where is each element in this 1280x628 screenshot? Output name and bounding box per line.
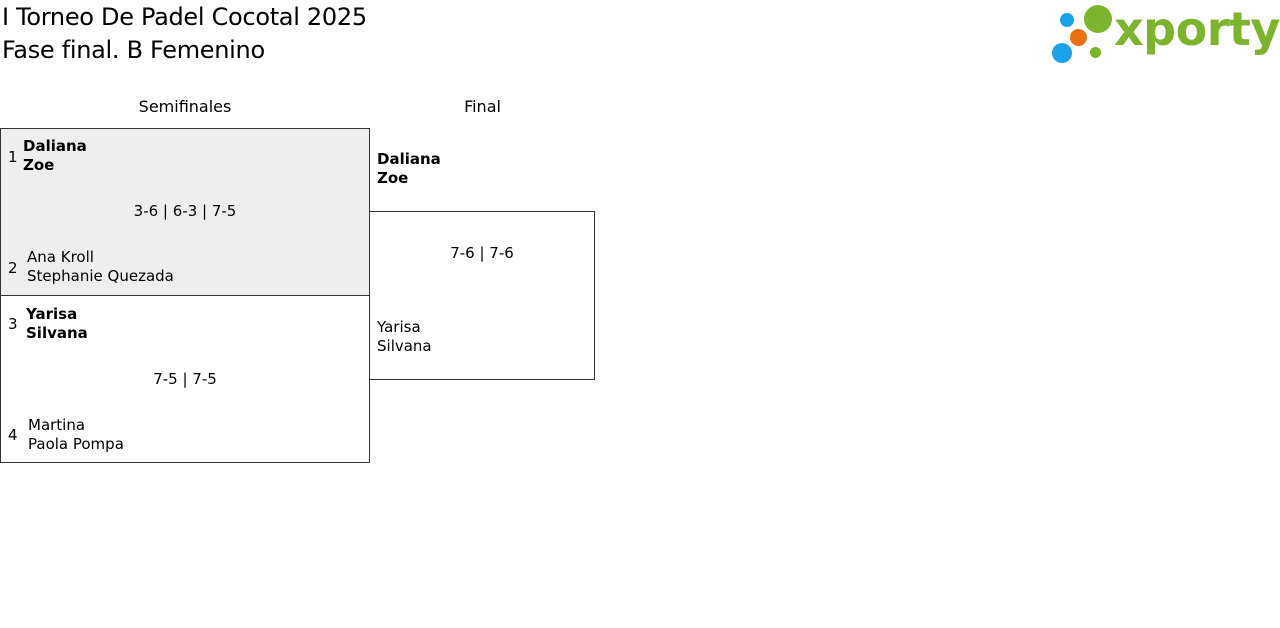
- page-subtitle: Fase final. B Femenino: [2, 36, 265, 64]
- match-score: 7-5 | 7-5: [153, 370, 217, 388]
- logo-dot-orange-icon: [1070, 29, 1087, 46]
- seed-number: 3: [8, 315, 18, 333]
- player-name: Ana Kroll: [27, 248, 94, 266]
- seed-number: 1: [8, 148, 18, 166]
- semifinal-match-1[interactable]: 1 Daliana Zoe 3-6 | 6-3 | 7-5 2 Ana Krol…: [0, 128, 370, 296]
- semifinal-match-2[interactable]: 3 Yarisa Silvana 7-5 | 7-5 4 Martina Pao…: [0, 295, 370, 463]
- player-name: Paola Pompa: [28, 435, 124, 453]
- final-player-name: Silvana: [377, 337, 432, 355]
- match-score: 3-6 | 6-3 | 7-5: [133, 202, 237, 220]
- final-player-name: Zoe: [377, 169, 409, 187]
- logo-dot-green-small-icon: [1090, 47, 1101, 58]
- final-player-name: Yarisa: [377, 318, 421, 336]
- logo-dot-blue-large-icon: [1052, 43, 1072, 63]
- logo-dot-green-icon: [1084, 5, 1112, 33]
- player-name: Daliana: [23, 137, 87, 155]
- final-match[interactable]: [370, 211, 595, 380]
- player-name: Stephanie Quezada: [27, 267, 174, 285]
- final-player-name: Daliana: [377, 150, 441, 168]
- page-title: I Torneo De Padel Cocotal 2025: [2, 3, 367, 31]
- seed-number: 4: [8, 426, 18, 444]
- player-name: Zoe: [23, 156, 55, 174]
- logo-wordmark: xporty: [1114, 2, 1280, 56]
- final-score: 7-6 | 7-6: [450, 244, 514, 262]
- player-name: Martina: [28, 416, 86, 434]
- logo-dot-blue-small-icon: [1060, 13, 1074, 27]
- xporty-logo[interactable]: xporty: [1050, 4, 1280, 66]
- round-header-semifinals: Semifinales: [138, 97, 232, 116]
- player-name: Silvana: [26, 324, 88, 342]
- seed-number: 2: [8, 259, 18, 277]
- round-header-final: Final: [464, 97, 501, 116]
- player-name: Yarisa: [26, 305, 78, 323]
